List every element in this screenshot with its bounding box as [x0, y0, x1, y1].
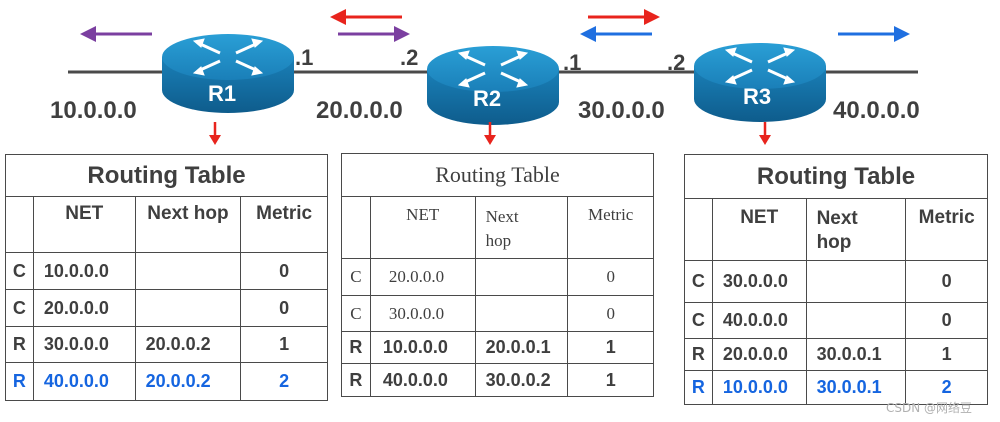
- port-label-r1-right: .1: [295, 45, 314, 70]
- network-label-40: 40.0.0.0: [833, 97, 920, 124]
- down-arrow-r3-icon: [759, 122, 771, 145]
- port-label-r2-right: .1: [563, 50, 582, 75]
- down-arrow-r2-icon: [484, 122, 496, 145]
- topology-diagram: [68, 9, 918, 145]
- table-row: C 20.0.0.0 0: [5, 289, 328, 327]
- column-header-net: NET: [32, 196, 136, 253]
- port-label-r3-left: .2: [667, 50, 686, 75]
- routing-table-r1: Routing Table NET Next hop Metric C 10.0…: [5, 154, 328, 401]
- network-label-20: 20.0.0.0: [316, 97, 403, 124]
- port-label-r2-left: .2: [400, 45, 419, 70]
- table-row: C 20.0.0.0 0: [341, 258, 654, 296]
- routing-table-title: Routing Table: [5, 154, 328, 197]
- purple-arrow-left-icon: [80, 26, 152, 42]
- red-arrow-right-icon: [588, 9, 660, 25]
- watermark: CSDN @网络豆: [886, 401, 973, 415]
- router-r2-label: R2: [473, 86, 502, 111]
- table-row: R 10.0.0.0 20.0.0.1 1: [341, 331, 654, 364]
- router-r3-icon: [692, 41, 828, 124]
- table-row: C 40.0.0.0 0: [684, 302, 988, 339]
- routing-table-r2: Routing Table NET Next hop Metric C 20.0…: [341, 153, 654, 397]
- column-header-metric: Metric: [240, 196, 328, 253]
- column-header-net: NET: [369, 196, 476, 259]
- table-row: R 30.0.0.0 20.0.0.2 1: [5, 326, 328, 363]
- blue-arrow-right-icon: [838, 26, 910, 42]
- router-r1-label: R1: [208, 81, 237, 106]
- down-arrow-r1-icon: [209, 122, 221, 145]
- table-row: C 30.0.0.0 0: [684, 260, 988, 303]
- column-header-next-hop: Next hop: [805, 198, 907, 261]
- column-header-metric: Metric: [905, 198, 988, 261]
- network-label-10: 10.0.0.0: [50, 97, 137, 124]
- routing-table-title: Routing Table: [684, 154, 988, 199]
- column-header-next-hop: Next hop: [474, 196, 569, 259]
- red-arrow-left-icon: [330, 9, 402, 25]
- column-header-net: NET: [711, 198, 807, 261]
- blue-arrow-left-icon: [580, 26, 652, 42]
- router-r3-label: R3: [743, 84, 772, 109]
- network-label-30: 30.0.0.0: [578, 97, 665, 124]
- routing-table-title: Routing Table: [341, 153, 654, 197]
- table-row: C 10.0.0.0 0: [5, 252, 328, 290]
- table-row: R 40.0.0.0 20.0.0.2 2: [5, 362, 328, 401]
- table-row: C 30.0.0.0 0: [341, 295, 654, 332]
- routing-table-r3: Routing Table NET Next hop Metric C 30.0…: [684, 154, 988, 405]
- purple-arrow-right-icon: [338, 26, 410, 42]
- column-header-next-hop: Next hop: [134, 196, 242, 253]
- table-row: R 10.0.0.0 30.0.0.1 2: [684, 370, 988, 405]
- column-header-metric: Metric: [567, 196, 654, 259]
- table-row: R 20.0.0.0 30.0.0.1 1: [684, 338, 988, 371]
- table-row: R 40.0.0.0 30.0.0.2 1: [341, 363, 654, 397]
